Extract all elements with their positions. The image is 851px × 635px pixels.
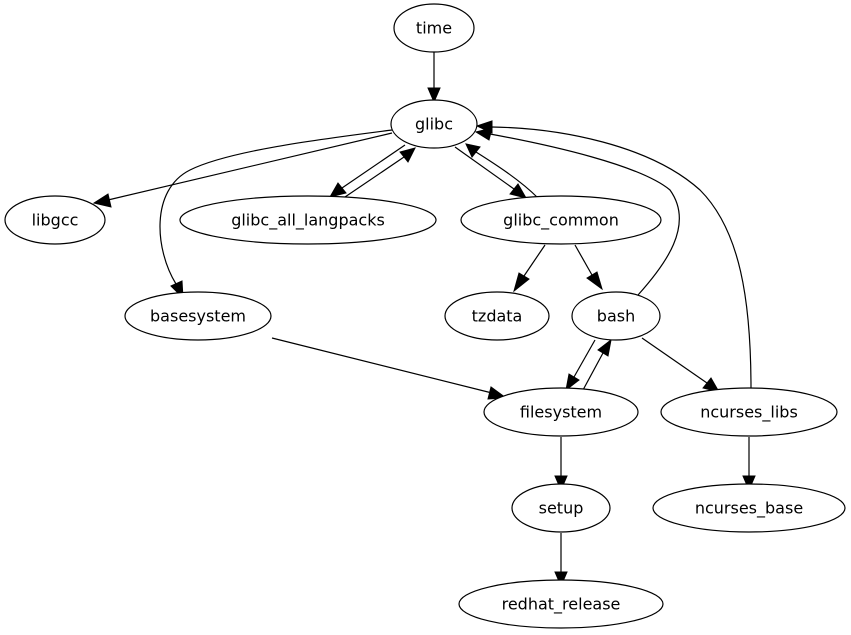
node-label: ncurses_libs [700, 403, 798, 423]
edge-glibc-glibc_common [454, 146, 528, 199]
node-basesystem[interactable]: basesystem [124, 291, 272, 341]
node-redhat_release[interactable]: redhat_release [458, 579, 664, 629]
node-label: glibc_common [503, 211, 619, 231]
edge-time-glibc [427, 52, 441, 104]
edge-glibc_common-tzdata [513, 244, 546, 293]
node-label: ncurses_base [695, 499, 803, 519]
node-glibc_common[interactable]: glibc_common [460, 195, 662, 245]
edge-basesystem-filesystem [271, 337, 508, 400]
edge-bash-ncurses_libs [641, 337, 721, 393]
node-label: basesystem [150, 307, 246, 326]
node-label: libgcc [32, 211, 79, 230]
node-label: bash [597, 307, 635, 326]
node-label: glibc_all_langpacks [231, 211, 385, 231]
node-glibc[interactable]: glibc [390, 99, 478, 149]
edge-glibc_common-glibc [465, 143, 539, 199]
edge-glibc_common-bash [574, 244, 603, 291]
edge-bash-filesystem [565, 339, 596, 392]
edge-ncurses_libs-glibc [475, 120, 752, 390]
node-time[interactable]: time [393, 3, 475, 53]
node-ncurses_libs[interactable]: ncurses_libs [660, 387, 838, 437]
node-ncurses_base[interactable]: ncurses_base [652, 483, 846, 533]
edge-filesystem-bash [582, 338, 612, 391]
node-label: tzdata [472, 307, 523, 326]
node-label: setup [539, 499, 584, 518]
node-bash[interactable]: bash [571, 291, 661, 341]
edge-glibc-glibc_all_langpacks [328, 144, 406, 198]
node-label: redhat_release [502, 595, 621, 615]
edge-ncurses_libs-ncurses_base [742, 437, 756, 492]
edge-glibc-libgcc [92, 132, 393, 208]
node-filesystem[interactable]: filesystem [483, 387, 639, 437]
edge-glibc_all_langpacks-glibc [344, 147, 416, 198]
node-glibc_all_langpacks[interactable]: glibc_all_langpacks [179, 195, 437, 245]
node-setup[interactable]: setup [511, 483, 611, 533]
node-libgcc[interactable]: libgcc [4, 195, 106, 245]
node-label: glibc [415, 115, 453, 134]
nodes: time glibc libgcc glibc_all_langpacks gl… [4, 3, 846, 629]
node-tzdata[interactable]: tzdata [444, 291, 550, 341]
edge-setup-redhat_release [554, 533, 568, 588]
node-label: filesystem [520, 403, 602, 422]
edge-filesystem-setup [554, 437, 568, 492]
node-label: time [416, 19, 452, 38]
edges [92, 52, 756, 588]
